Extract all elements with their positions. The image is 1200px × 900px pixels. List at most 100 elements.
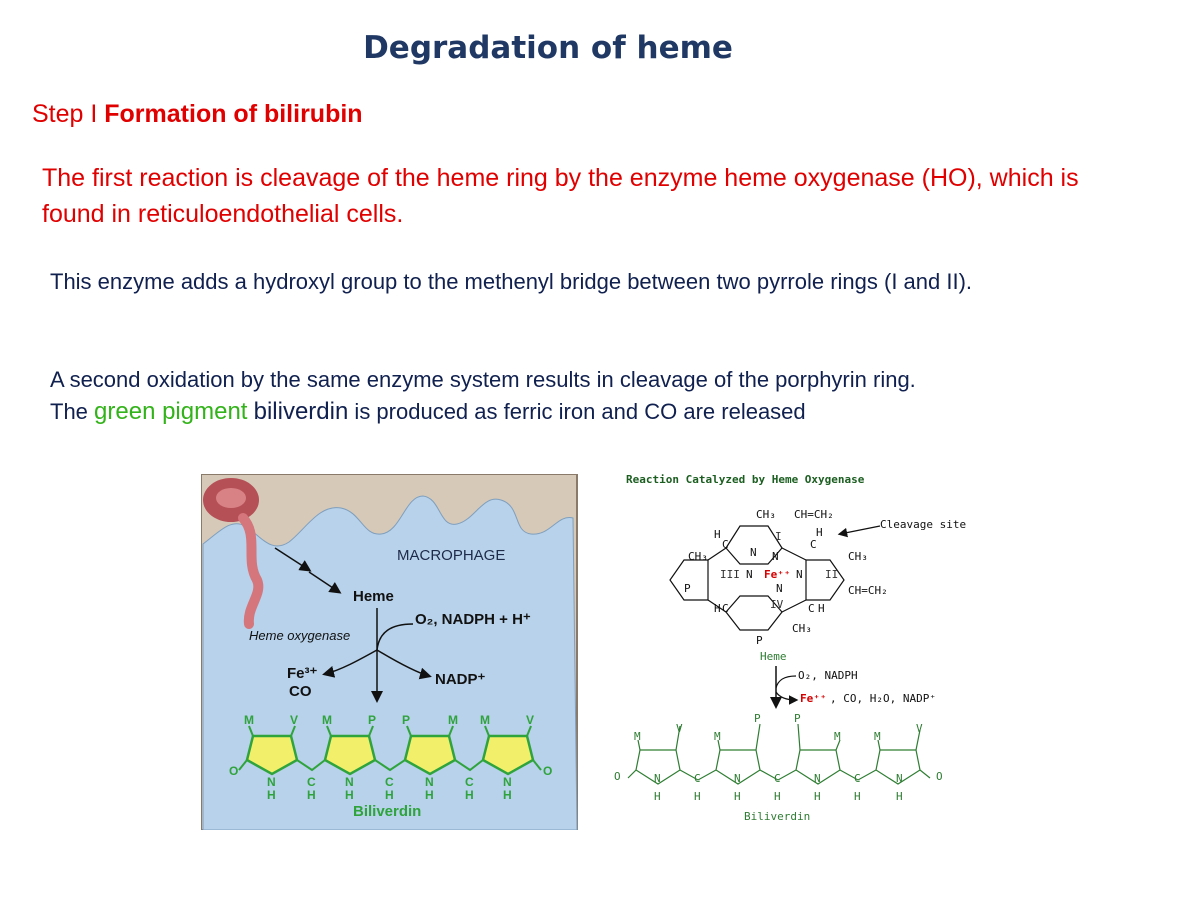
hydrogen: H (854, 790, 861, 803)
hydrogen: H (385, 788, 394, 802)
oxidation-line-2: The green pigment biliverdin is produced… (50, 396, 1150, 428)
substituent-m: M (714, 730, 721, 743)
propionate-bottom: P (756, 634, 763, 647)
ch3-left: CH₃ (688, 550, 708, 563)
cleavage-site-label: Cleavage site (880, 518, 966, 531)
heme-structure: CH₃ CH=CH₂ I II III IV Fe⁺⁺ CH₃ CH₃ CH=C… (669, 508, 888, 647)
pyrrole-ring-iii (669, 559, 709, 601)
ring-n: N (654, 772, 661, 785)
heme-oxygenase-reaction-figure: Reaction Catalyzed by Heme Oxygenase CH₃… (614, 473, 966, 823)
fe-release-label: Fe⁺⁺ (800, 692, 827, 705)
arrow-1 (274, 547, 312, 572)
reagents-label: O₂, NADPH (798, 669, 858, 682)
ring-label-iv: IV (770, 598, 784, 611)
hydrogen: H (896, 790, 903, 803)
pyrrole-ring (323, 734, 377, 776)
intro-paragraph: The first reaction is cleavage of the he… (42, 164, 1079, 228)
oxygen-left: O (229, 764, 238, 778)
step-prefix: Step I (32, 100, 105, 128)
ring-n: N (425, 775, 434, 789)
nadp-arrow (376, 649, 432, 680)
biliverdin-label: Biliverdin (353, 803, 421, 820)
products-label: , CO, H₂O, NADP⁺ (830, 692, 936, 705)
oxygen-right: O (936, 770, 943, 783)
cleavage-arrow (837, 525, 881, 538)
ring-n: N (345, 775, 354, 789)
vinyl-right: CH=CH₂ (848, 584, 888, 597)
pyrrole-ring (635, 749, 681, 785)
oxygen-left: O (614, 770, 621, 783)
pyrrole-n: N (772, 550, 779, 563)
hydrogen: H (654, 790, 661, 803)
step-title: Formation of bilirubin (104, 100, 363, 128)
hydrogen: H (345, 788, 354, 802)
pyrrole-ring (403, 734, 457, 776)
ring-n: N (896, 772, 903, 785)
substituent-m: M (322, 713, 332, 727)
macrophage-label: MACROPHAGE (397, 547, 505, 564)
bridge-c: C (810, 538, 817, 551)
reagent-arrow (376, 623, 414, 651)
biliverdin-text: biliverdin (253, 398, 349, 425)
pyrrole-n: N (776, 582, 783, 595)
bridge-c: C (694, 772, 701, 785)
co-label: CO (289, 683, 312, 700)
pyrrole-ring (875, 749, 921, 785)
biliverdin-label: Biliverdin (744, 810, 810, 823)
pyrrole-ring (481, 734, 535, 776)
oxidation-the: The (50, 399, 95, 424)
pyrrole-ring (795, 749, 841, 785)
red-blood-cell-icon (203, 478, 264, 629)
substituent-v: V (916, 722, 923, 735)
cleavage-h: H (816, 526, 823, 539)
fe-arrow (322, 649, 378, 678)
hydrogen: H (734, 790, 741, 803)
bridge-c: C (465, 775, 474, 789)
propionate-left: P (684, 582, 691, 595)
substituent-v: V (290, 713, 298, 727)
vinyl-top: CH=CH₂ (794, 508, 834, 521)
hydroxyl-paragraph: This enzyme adds a hydroxyl group to the… (50, 269, 973, 294)
oxidation-paragraph: A second oxidation by the same enzyme sy… (50, 364, 1150, 428)
fe3-label: Fe³⁺ (287, 665, 318, 682)
hydrogen: H (814, 790, 821, 803)
macrophage-figure: MACROPHAGE Heme O₂, NADPH + H⁺ Heme oxyg… (201, 474, 578, 830)
reagent-hook (775, 675, 797, 689)
biliverdin-structure: M V M P P M M V O O N N N N C C C H H H … (614, 712, 943, 803)
bridge-c: C (385, 775, 394, 789)
hydrogen: H (694, 790, 701, 803)
bridge-h: H (818, 602, 825, 615)
ring-n: N (267, 775, 276, 789)
hydrogen: H (307, 788, 316, 802)
bridge-c: C (307, 775, 316, 789)
ring-label-i: I (775, 530, 782, 543)
pyrrole-n: N (746, 568, 753, 581)
enzyme-label: Heme oxygenase (249, 628, 350, 643)
ring-label-ii: II (825, 568, 838, 581)
ch3-right: CH₃ (848, 550, 868, 563)
pyrrole-ring-ii (805, 559, 845, 601)
green-pigment-text: green pigment (94, 398, 248, 425)
bridge-c: C (722, 602, 729, 615)
pyrrole-ring (715, 749, 761, 785)
substituent-m: M (634, 730, 641, 743)
hydrogen: H (425, 788, 434, 802)
hydrogen: H (465, 788, 474, 802)
biliverdin-structure: M V M P P M M V O O N N N N C C C H H H … (229, 713, 552, 802)
fe-center: Fe⁺⁺ (764, 568, 791, 581)
step-heading: Step I Formation of bilirubin (32, 100, 363, 129)
substituent-m: M (834, 730, 841, 743)
substituent-p: P (402, 713, 410, 727)
bridge-c: C (774, 772, 781, 785)
substituent-m: M (874, 730, 881, 743)
substituent-p: P (794, 712, 801, 725)
pyrrole-n: N (796, 568, 803, 581)
substituent-p: P (368, 713, 376, 727)
release-hook (775, 691, 799, 705)
ring-n: N (814, 772, 821, 785)
pyrrole-ring (245, 734, 299, 776)
bridge-h: H (714, 528, 721, 541)
nadp-label: NADP⁺ (435, 671, 486, 688)
reaction-header: Reaction Catalyzed by Heme Oxygenase (626, 473, 865, 486)
oxygen-right: O (543, 764, 552, 778)
